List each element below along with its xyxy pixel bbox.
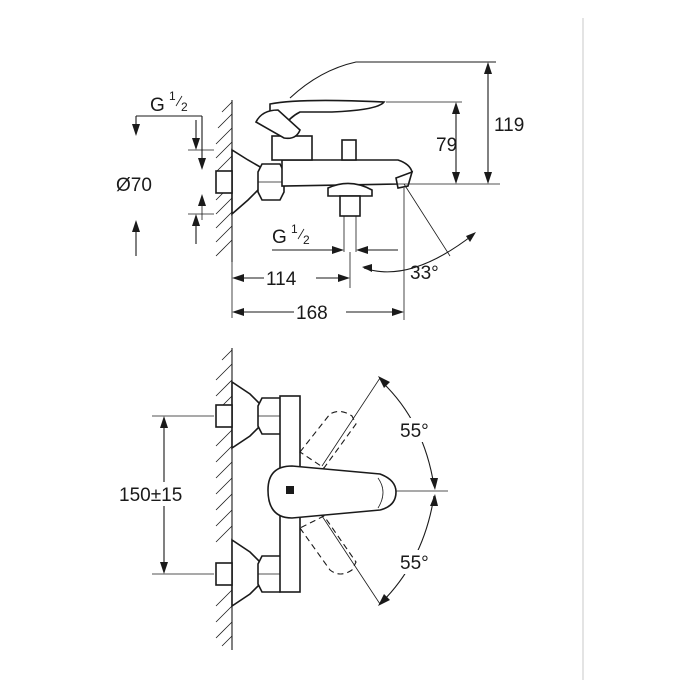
dim-height-total: 119 <box>494 115 524 136</box>
lever-handle-front <box>267 465 397 519</box>
diverter-knob <box>341 139 357 161</box>
svg-text:2: 2 <box>181 100 188 114</box>
wall-hatch-front <box>215 348 233 650</box>
dim-diameter: Ø70 <box>116 175 152 196</box>
bottom-outlet <box>339 195 361 217</box>
wall-hatch-side <box>215 100 233 262</box>
label-thread-wall: G <box>150 95 165 116</box>
dim-depth-total: 168 <box>296 303 328 324</box>
svg-text:1: 1 <box>169 89 176 103</box>
front-view: 150±15 55° 55° <box>118 348 448 650</box>
svg-text:1: 1 <box>291 222 298 236</box>
dim-lever-angle-up: 55° <box>400 421 429 442</box>
lever-position-up <box>299 410 357 469</box>
side-view: 119 79 G 1 2 Ø70 G 1 2 <box>116 61 524 324</box>
dim-depth-outlet: 114 <box>266 269 297 290</box>
mixer-body <box>281 159 413 187</box>
spout-outlet <box>327 182 373 197</box>
dim-height-lever: 79 <box>436 135 457 156</box>
wall-connector <box>215 170 233 194</box>
dim-spout-angle: 33° <box>410 263 439 284</box>
dim-centre-distance: 150±15 <box>119 485 182 506</box>
dim-lever-angle-down: 55° <box>400 553 429 574</box>
lever-base <box>271 135 313 161</box>
svg-text:2: 2 <box>303 233 310 247</box>
label-thread-outlet: G <box>272 227 287 248</box>
lever-position-down <box>299 515 357 575</box>
brand-badge <box>286 486 294 494</box>
